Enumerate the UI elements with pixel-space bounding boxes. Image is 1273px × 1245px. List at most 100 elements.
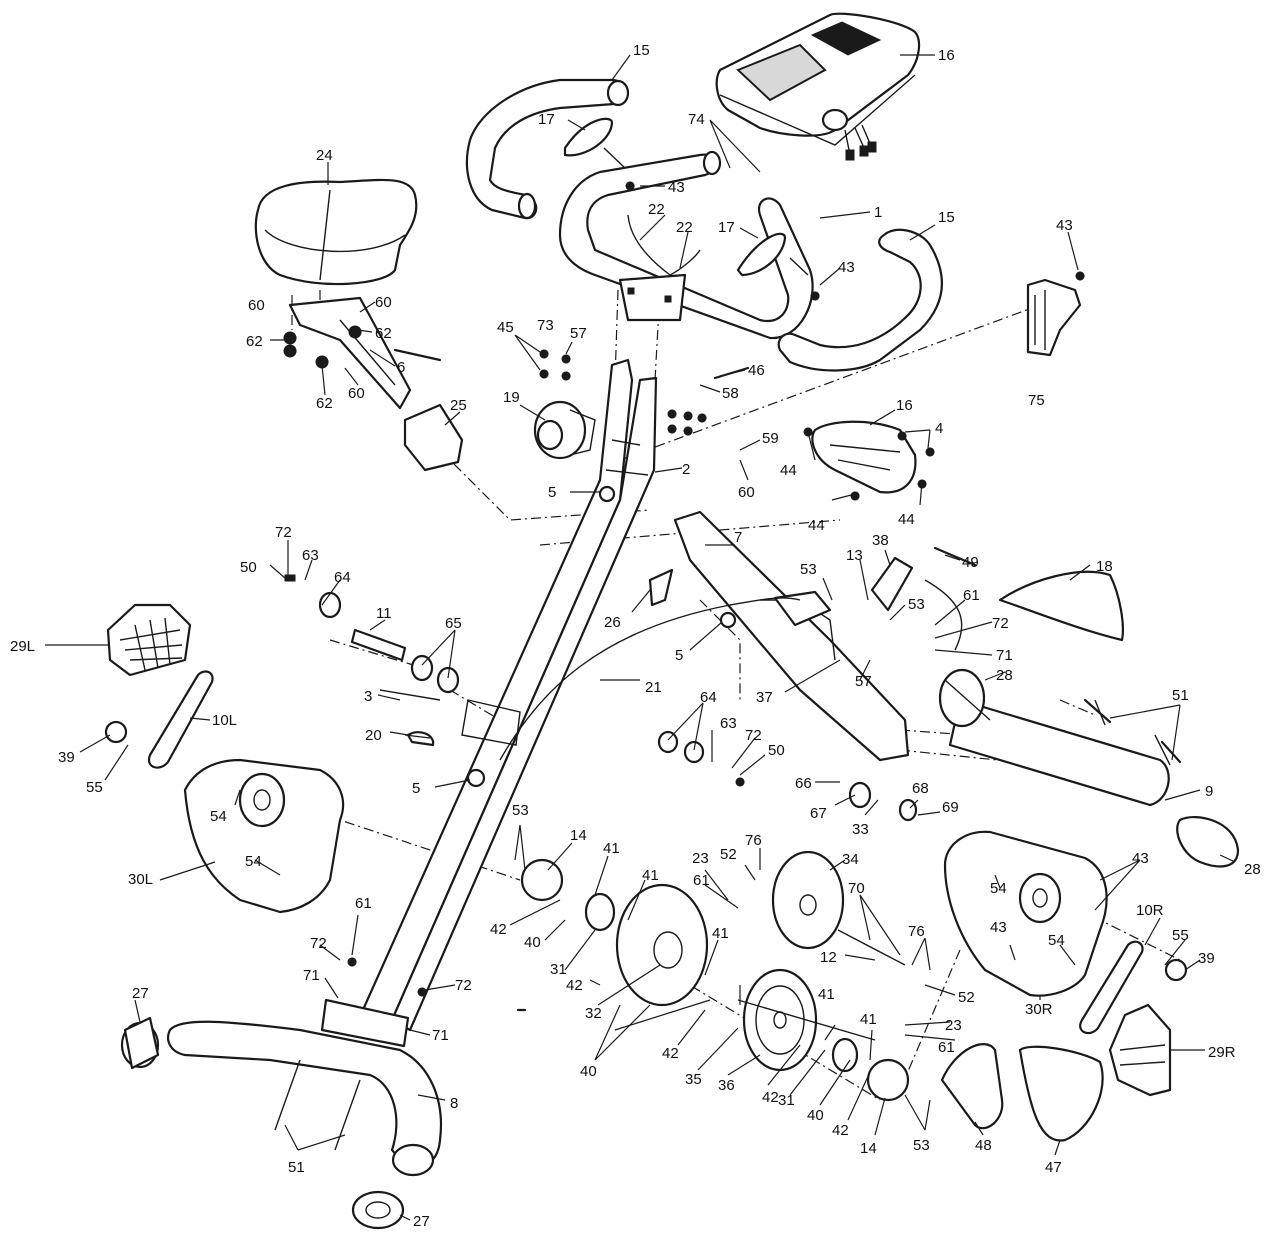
part-label: 20 (365, 727, 382, 744)
part-label: 11 (376, 605, 392, 622)
part-label: 60 (738, 484, 755, 501)
part-label: 5 (412, 780, 420, 797)
part-label: 47 (1045, 1159, 1062, 1176)
part-label: 67 (810, 805, 827, 822)
part-label: 17 (718, 219, 735, 236)
part-label: 10L (212, 712, 237, 729)
hardware-small (104, 181, 1188, 1012)
part-label: 73 (537, 317, 554, 334)
part-label: 54 (1048, 932, 1065, 949)
part-label: 18 (1096, 558, 1113, 575)
part-label: 63 (720, 715, 737, 732)
cable (499, 597, 801, 761)
part-label: 42 (490, 921, 507, 938)
part-label: 71 (303, 967, 320, 984)
part-label: 23 (945, 1017, 962, 1034)
tension-knob (533, 400, 596, 460)
part-label: 65 (445, 615, 462, 632)
part-label: 75 (1028, 392, 1045, 409)
part-label: 57 (570, 325, 587, 342)
part-label: 16 (938, 47, 955, 64)
part-label: 51 (288, 1159, 305, 1176)
pulse-sensors (563, 117, 809, 277)
part-label: 25 (450, 397, 467, 414)
part-label: 55 (1172, 927, 1189, 944)
part-label: 30R (1025, 1001, 1053, 1018)
pedal-left (106, 603, 192, 677)
part-label: 72 (275, 524, 292, 541)
part-label: 60 (375, 294, 392, 311)
sensor-wires (627, 214, 701, 276)
belts (940, 1043, 1104, 1142)
part-label: 30L (128, 871, 153, 888)
part-label: 71 (996, 647, 1013, 664)
part-label: 41 (603, 840, 620, 857)
part-label: 41 (818, 986, 835, 1003)
part-label: 54 (245, 853, 262, 870)
part-label: 14 (860, 1140, 877, 1157)
part-label: 57 (855, 673, 872, 690)
part-label: 51 (1172, 687, 1189, 704)
part-label: 64 (334, 569, 351, 586)
part-label: 59 (762, 430, 779, 447)
part-label: 53 (913, 1137, 930, 1154)
part-label: 35 (685, 1071, 702, 1088)
part-label: 28 (996, 667, 1013, 684)
part-label: 46 (748, 362, 765, 379)
part-label: 49 (962, 554, 979, 571)
part-label: 33 (852, 821, 869, 838)
part-label: 54 (990, 880, 1007, 897)
part-label: 76 (908, 923, 925, 940)
part-label: 10R (1136, 902, 1164, 919)
part-label: 26 (604, 614, 621, 631)
part-label: 22 (676, 219, 693, 236)
part-label: 41 (642, 867, 659, 884)
part-label: 43 (668, 179, 685, 196)
part-label: 72 (455, 977, 472, 994)
seat (254, 178, 418, 286)
part-label: 7 (734, 529, 742, 546)
part-label: 42 (762, 1089, 779, 1106)
part-label: 69 (942, 799, 959, 816)
part-label: 39 (1198, 950, 1215, 967)
end-caps (123, 1016, 405, 1230)
part-label: 42 (662, 1045, 679, 1062)
part-label: 61 (963, 587, 980, 604)
part-label: 31 (778, 1092, 795, 1109)
spring (933, 546, 977, 567)
part-labels: 15 16 24 17 74 43 1 22 22 17 43 15 43 75… (10, 42, 1261, 1230)
part-label: 29L (10, 638, 35, 655)
part-label: 61 (693, 872, 710, 889)
part-label: 48 (975, 1137, 992, 1154)
part-label: 43 (1056, 217, 1073, 234)
rear-frame (673, 510, 910, 762)
part-label: 43 (838, 259, 855, 276)
part-label: 42 (566, 977, 583, 994)
part-label: 52 (720, 846, 737, 863)
part-label: 60 (348, 385, 365, 402)
part-label: 54 (210, 808, 227, 825)
part-label: 43 (990, 919, 1007, 936)
part-label: 70 (848, 880, 865, 897)
part-label: 29R (1208, 1044, 1236, 1061)
part-label: 14 (570, 827, 587, 844)
part-label: 61 (355, 895, 372, 912)
part-label: 43 (1132, 850, 1149, 867)
main-frame-tube (320, 358, 658, 1048)
part-label: 19 (503, 389, 520, 406)
part-label: 61 (938, 1039, 955, 1056)
part-label: 53 (512, 802, 529, 819)
part-label: 44 (898, 511, 915, 528)
part-label: 53 (800, 561, 817, 578)
part-label: 72 (745, 727, 762, 744)
part-label: 8 (450, 1095, 458, 1112)
part-label: 44 (808, 517, 825, 534)
part-label: 17 (538, 111, 555, 128)
crank-arm-left (147, 670, 214, 769)
seat-post-bushing (403, 403, 464, 472)
part-label: 16 (896, 397, 913, 414)
leader-lines (45, 54, 1236, 1221)
cable-sensor (924, 579, 963, 651)
part-label: 50 (240, 559, 257, 576)
